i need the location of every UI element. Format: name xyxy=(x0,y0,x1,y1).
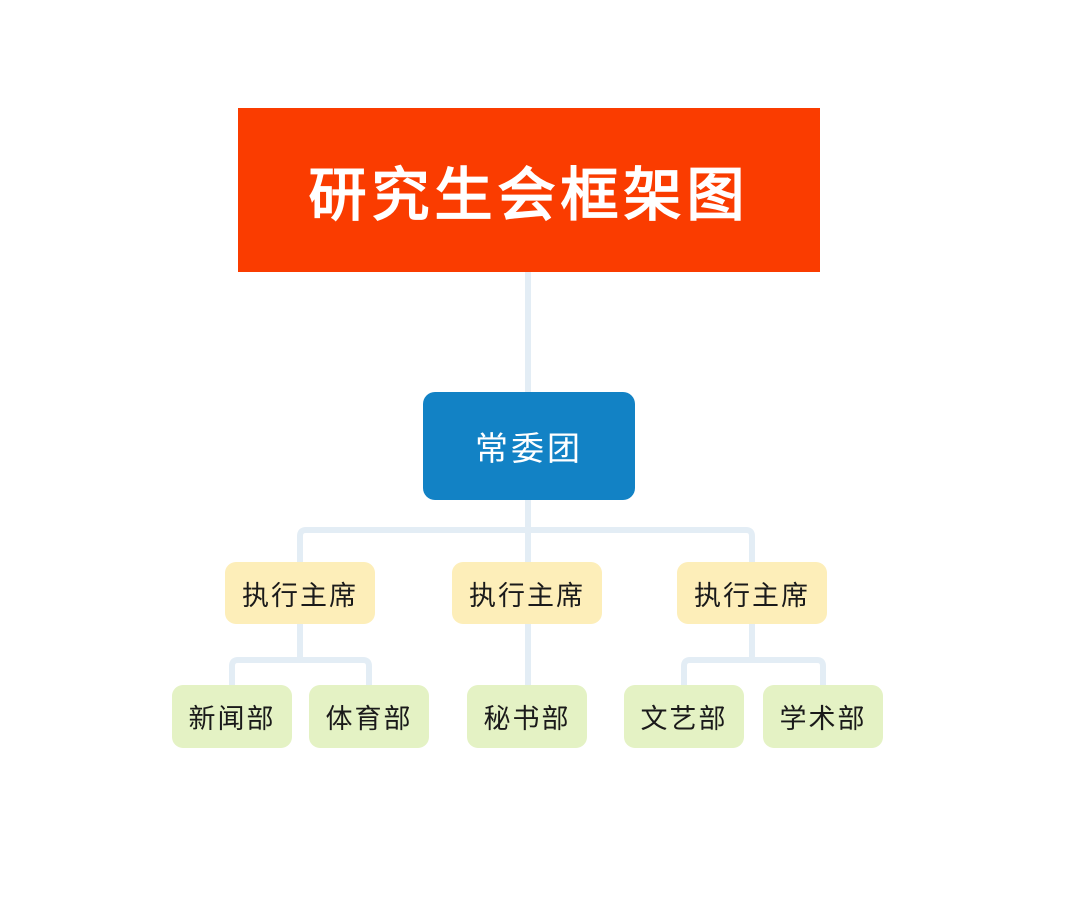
node-executive-chair-2[interactable]: 执行主席 xyxy=(452,562,602,624)
node-secretariat-department[interactable]: 秘书部 xyxy=(467,685,587,748)
node-news-department[interactable]: 新闻部 xyxy=(172,685,292,748)
connector-chair3-to-arts xyxy=(681,621,755,688)
node-executive-chair-3[interactable]: 执行主席 xyxy=(677,562,827,624)
connector-chair3-to-academic xyxy=(749,657,826,688)
connector-committee-to-chair-1 xyxy=(297,497,531,565)
chart-title-node: 研究生会框架图 xyxy=(238,108,820,272)
connector-chair1-to-sports xyxy=(297,657,372,688)
node-executive-chair-1[interactable]: 执行主席 xyxy=(225,562,375,624)
connector-chair1-to-news xyxy=(229,621,303,688)
node-arts-department[interactable]: 文艺部 xyxy=(624,685,744,748)
node-standing-committee[interactable]: 常委团 xyxy=(423,392,635,500)
node-academic-department[interactable]: 学术部 xyxy=(763,685,883,748)
node-sports-department[interactable]: 体育部 xyxy=(309,685,429,748)
connector-committee-to-chair-3 xyxy=(525,527,755,565)
